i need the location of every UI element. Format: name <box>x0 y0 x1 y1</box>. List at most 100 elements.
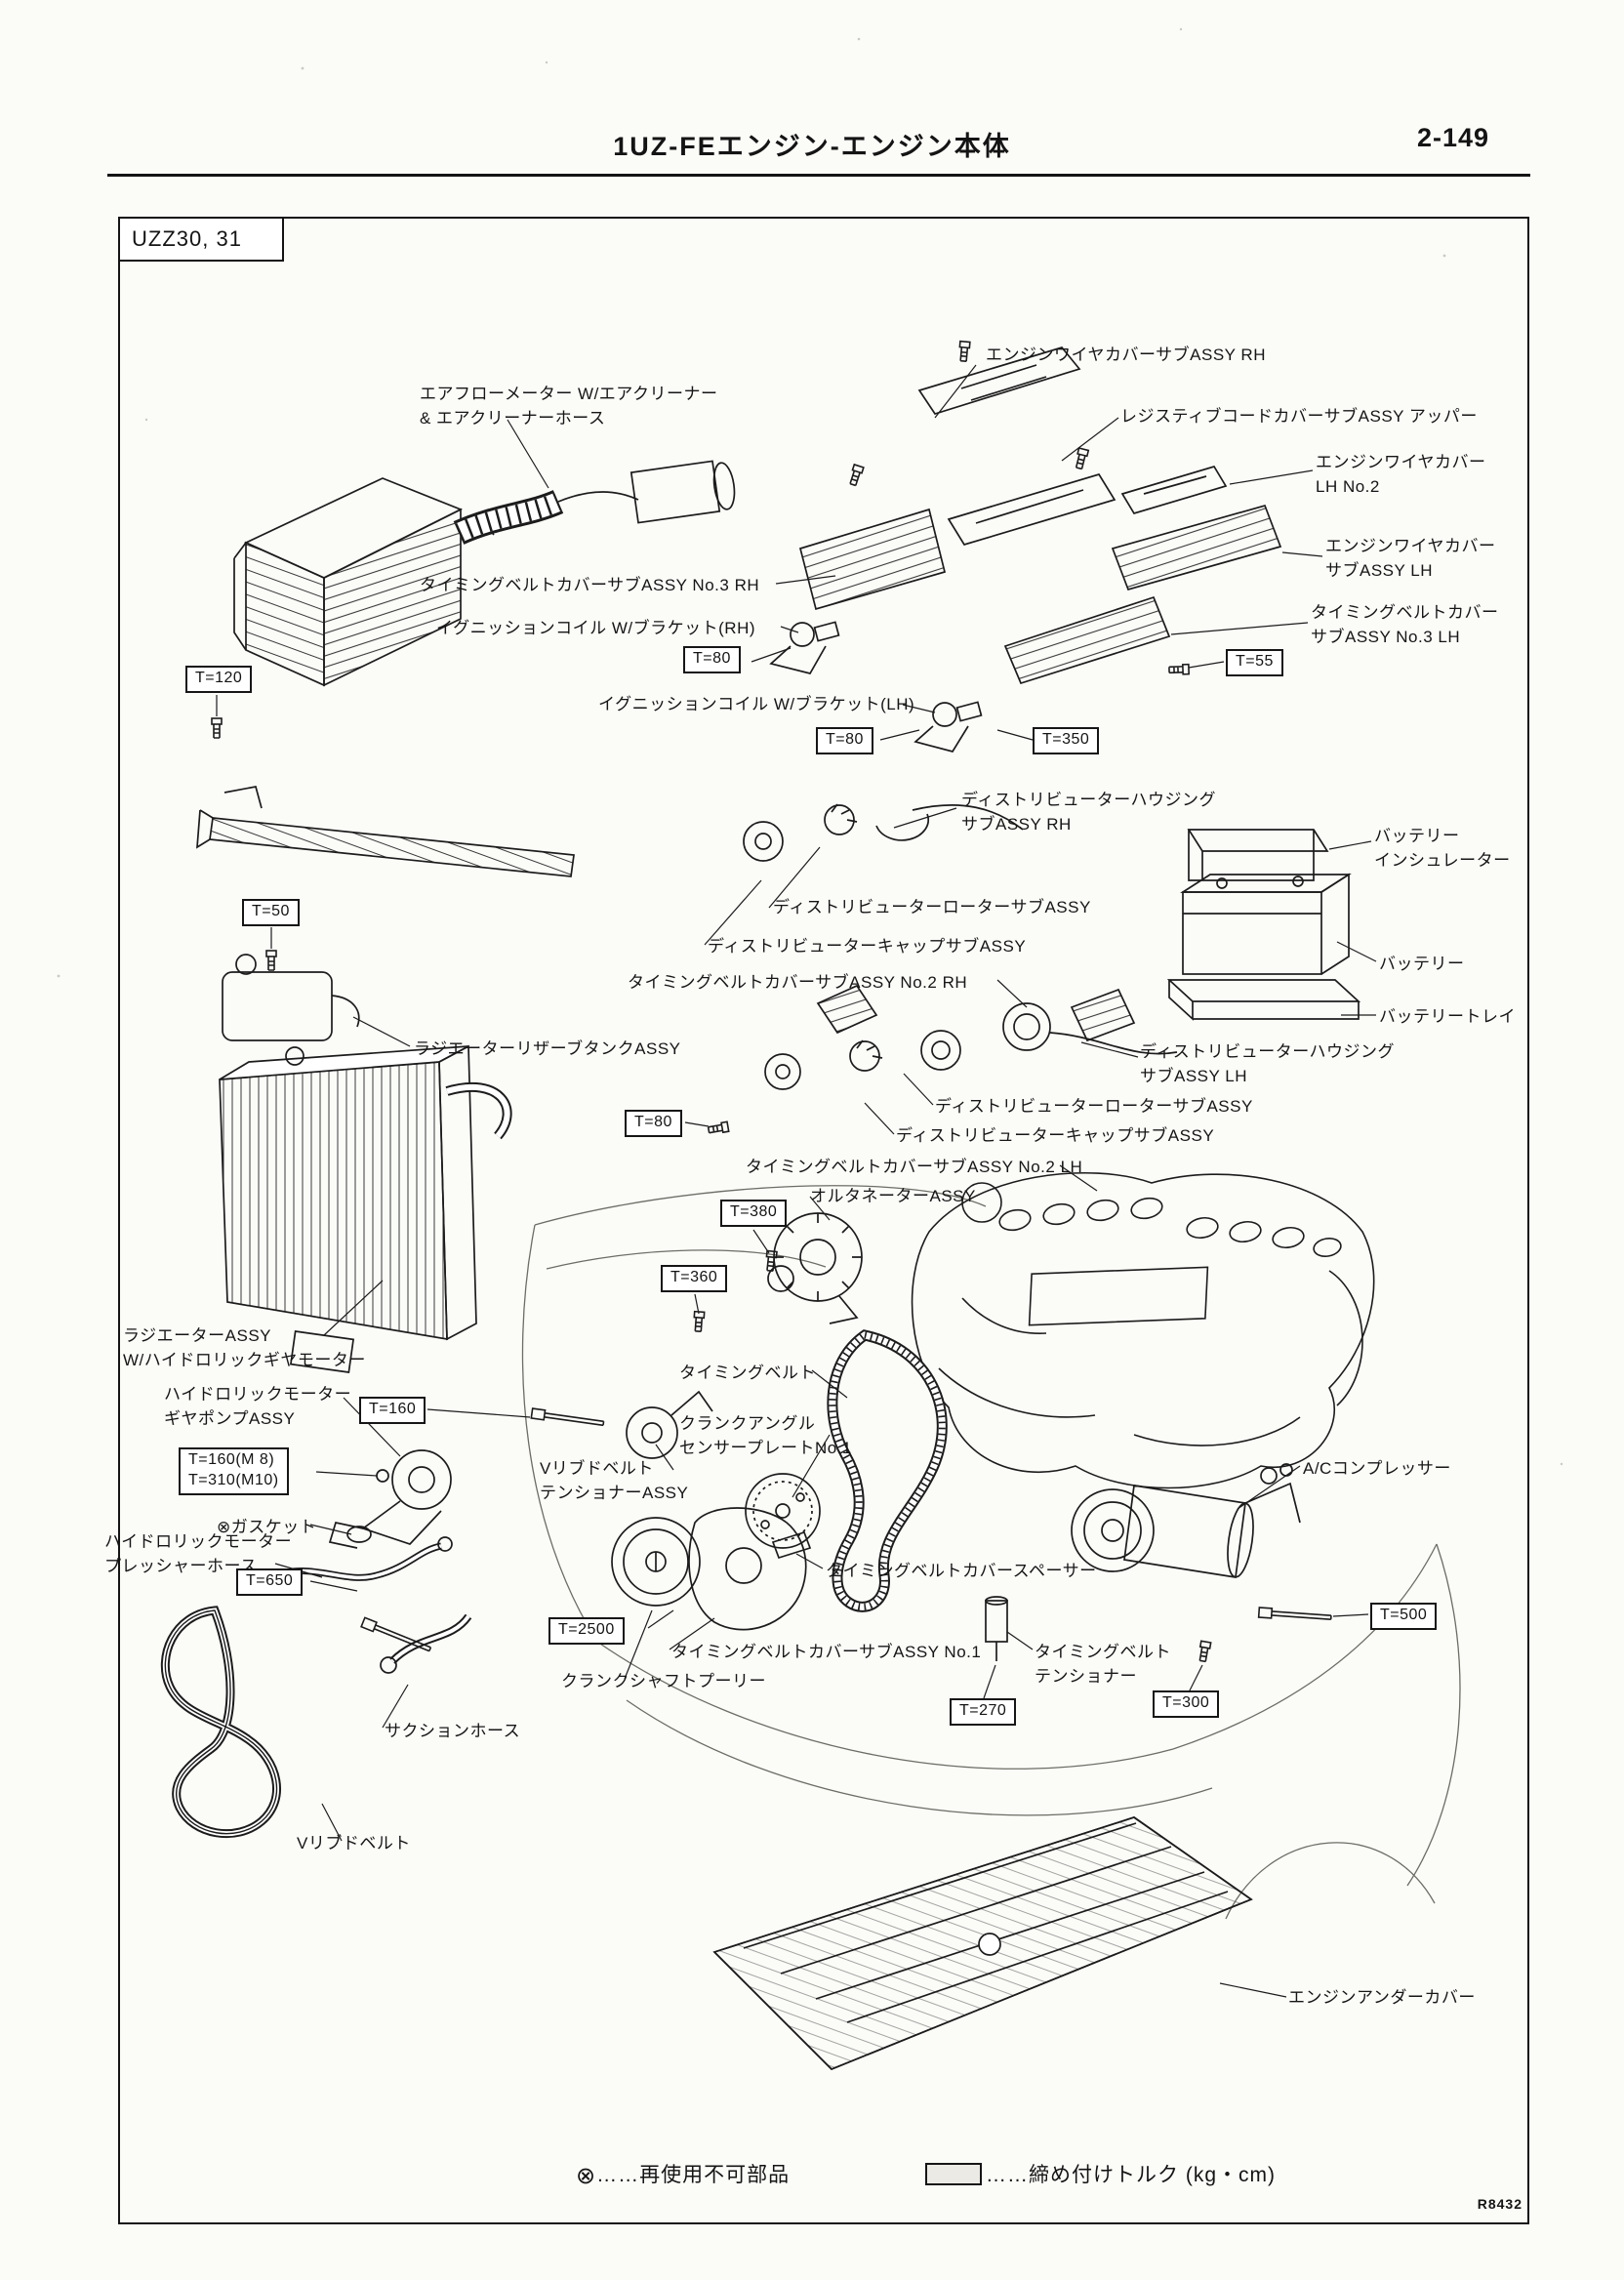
suction-hose-sketch <box>380 1613 472 1674</box>
leader-lines <box>216 364 1377 1998</box>
timing-tensioner-sketch <box>985 1596 1008 1661</box>
part-label: ハイドロリックモーター ギヤポンプASSY <box>164 1385 352 1428</box>
torque-spec-box: T=160(M 8) T=310(M10) <box>179 1447 289 1495</box>
wire-cover-rh-sketch <box>917 346 1081 416</box>
torque-spec-box: T=80 <box>683 646 741 673</box>
torque-spec-box: T=270 <box>950 1698 1017 1726</box>
part-label: バッテリー <box>1379 955 1465 973</box>
part-label: エンジンワイヤカバー LH No.2 <box>1316 453 1486 496</box>
legend-torque-text: ……締め付けトルク (kg・cm) <box>986 2164 1276 2186</box>
car-body-outline <box>521 1185 1461 1920</box>
part-label: クランクアングル センサープレートNo.1 <box>679 1414 852 1457</box>
part-label: ラジエーターASSY W/ハイドロリックギヤモーター <box>123 1326 366 1369</box>
part-label: ディストリビューターキャップサブASSY <box>896 1126 1215 1145</box>
part-label: ディストリビューターローターサブASSY <box>773 898 1091 916</box>
part-label: タイミングベルトカバー サブASSY No.3 LH <box>1311 603 1499 646</box>
radiator-sketch <box>219 1044 512 1373</box>
part-label: ⊗ガスケット <box>217 1518 317 1536</box>
ac-compressor-sketch <box>1071 1463 1301 1578</box>
reserve-tank-sketch <box>222 954 360 1041</box>
belt-tensioner-pulley-sketch <box>626 1390 713 1459</box>
distributor-rh-sketch <box>743 803 1024 862</box>
engine-block-sketch <box>911 1171 1375 1489</box>
part-label: バッテリートレイ <box>1379 1007 1516 1026</box>
torque-spec-box: T=120 <box>185 666 253 693</box>
part-label: イグニッションコイル W/ブラケット(LH) <box>598 695 915 713</box>
torque-spec-box: T=160 <box>359 1397 426 1424</box>
timing-cover-no3-rh-sketch <box>798 508 947 611</box>
wire-cover-lh-sketch <box>1111 504 1282 591</box>
part-label: ラジエーターリザーブタンクASSY <box>414 1039 681 1058</box>
part-label: サクションホース <box>385 1722 521 1740</box>
diagram-frame <box>118 217 1529 2224</box>
part-label: ディストリビューターハウジング サブASSY LH <box>1140 1042 1395 1085</box>
part-label: オルタネーターASSY <box>810 1187 976 1205</box>
scan-noise <box>57 27 1563 1466</box>
figure-code: R8432 <box>1477 2196 1522 2212</box>
intake-hose-sketch <box>453 460 736 545</box>
ignition-coil-lh-sketch <box>914 701 983 753</box>
part-label: タイミングベルト <box>679 1364 816 1382</box>
battery-insulator-sketch <box>1187 829 1329 881</box>
timing-cover-no1-sketch <box>688 1507 807 1631</box>
part-label: エンジンワイヤカバーサブASSY RH <box>986 346 1266 364</box>
torque-spec-box: T=300 <box>1153 1690 1220 1718</box>
part-label: エンジンワイヤカバー サブASSY LH <box>1325 537 1496 580</box>
part-label: タイミングベルト テンショナー <box>1035 1643 1171 1686</box>
part-label: ディストリビューターハウジング サブASSY RH <box>961 791 1216 834</box>
torque-box-icon <box>925 2163 982 2185</box>
distributor-lh-sketch <box>764 984 1178 1090</box>
part-label: Vリブドベルト テンショナーASSY <box>540 1459 689 1502</box>
part-label: バッテリー インシュレーター <box>1374 827 1511 870</box>
v-ribbed-belt-sketch <box>160 1606 281 1839</box>
part-label: タイミングベルトカバーサブASSY No.1 <box>671 1643 982 1661</box>
model-code-box: UZZ30, 31 <box>118 217 284 262</box>
non-reusable-icon: ⊗ <box>576 2163 597 2189</box>
part-label: Vリブドベルト <box>297 1834 411 1852</box>
gasket-sketch <box>346 1526 372 1543</box>
battery-tray-sketch <box>1166 979 1361 1021</box>
part-label: A/Cコンプレッサー <box>1303 1459 1451 1478</box>
crank-angle-plate-sketch <box>745 1473 821 1549</box>
part-label: タイミングベルトカバースペーサー <box>826 1562 1097 1580</box>
torque-spec-box: T=350 <box>1033 727 1100 754</box>
resistive-cord-cover-sketch <box>947 472 1116 547</box>
part-label: タイミングベルトカバーサブASSY No.2 RH <box>628 973 968 992</box>
timing-cover-no3-lh-sketch <box>1003 595 1171 685</box>
part-label: レジスティブコードカバーサブASSY アッパー <box>1120 407 1478 426</box>
part-label: イグニッションコイル W/ブラケット(RH) <box>436 619 756 637</box>
part-label: ディストリビューターキャップサブASSY <box>708 937 1027 956</box>
legend-reuse-text: ……再使用不可部品 <box>596 2164 791 2186</box>
part-label: ディストリビューターローターサブASSY <box>935 1097 1253 1116</box>
part-label: クランクシャフトプーリー <box>561 1672 766 1690</box>
part-label: エンジンアンダーカバー <box>1288 1988 1476 2007</box>
legend-torque: ……締め付けトルク (kg・cm) <box>925 2159 1276 2188</box>
torque-spec-box: T=50 <box>242 899 300 926</box>
torque-spec-box: T=80 <box>816 727 873 754</box>
torque-spec-box: T=360 <box>661 1265 728 1292</box>
header-rule <box>107 174 1530 177</box>
page-title: 1UZ-FEエンジン-エンジン本体 <box>613 132 1011 161</box>
wire-cover-lh-no2-sketch <box>1120 465 1228 515</box>
torque-spec-box: T=80 <box>625 1110 682 1137</box>
torque-spec-box: T=650 <box>236 1568 304 1596</box>
part-label: エアフローメーター W/エアクリーナー & エアクリーナーホース <box>420 385 718 428</box>
torque-spec-box: T=55 <box>1226 649 1283 676</box>
timing-cover-spacer-sketch <box>771 1530 812 1560</box>
torque-spec-box: T=2500 <box>548 1617 625 1645</box>
radiator-support-sketch <box>196 786 575 877</box>
under-cover-sketch <box>712 1816 1253 2070</box>
legend-reuse: ⊗……再使用不可部品 <box>576 2159 790 2190</box>
legend-row: ⊗……再使用不可部品 ……締め付けトルク (kg・cm) <box>0 2159 1624 2192</box>
timing-belt-sketch <box>827 1329 948 1612</box>
torque-spec-box: T=500 <box>1370 1603 1438 1630</box>
part-label: タイミングベルトカバーサブASSY No.2 LH <box>746 1158 1083 1176</box>
part-label: タイミングベルトカバーサブASSY No.3 RH <box>420 576 760 594</box>
battery-sketch <box>1180 873 1352 975</box>
ignition-coil-rh-sketch <box>769 621 840 674</box>
torque-spec-box: T=380 <box>720 1200 788 1227</box>
crank-pulley-sketch <box>611 1517 701 1607</box>
part-label: ハイドロリックモーター プレッシャーホース <box>104 1532 293 1575</box>
